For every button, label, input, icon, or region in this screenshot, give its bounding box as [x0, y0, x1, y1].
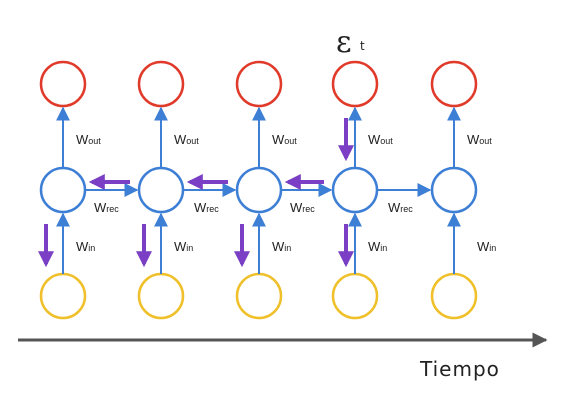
hidden-node: [137, 166, 185, 214]
timestep-4: Wout Win: [331, 60, 393, 320]
w-rec-label: Wrec: [194, 200, 219, 215]
hidden-node: [39, 166, 87, 214]
output-node: [430, 60, 478, 108]
w-rec-label: Wrec: [290, 200, 315, 215]
timestep-2: Wout Win: [136, 60, 199, 320]
w-rec-label: Wrec: [94, 200, 119, 215]
error-symbol: ε: [336, 25, 352, 60]
w-out-label: Wout: [467, 132, 492, 147]
output-node: [331, 60, 379, 108]
w-out-label: Wout: [272, 132, 297, 147]
w-in-label: Win: [272, 239, 291, 254]
error-subscript: t: [360, 39, 365, 53]
time-axis-label: Tiempo: [419, 357, 500, 381]
w-in-label: Win: [76, 239, 95, 254]
w-in-label: Win: [477, 239, 496, 254]
input-node: [235, 272, 283, 320]
input-node: [137, 272, 185, 320]
hidden-node: [430, 166, 478, 214]
timestep-5: Wout Win: [430, 60, 496, 320]
hidden-node: [235, 166, 283, 214]
error-label: ε t: [336, 25, 365, 60]
recurrent-edges: Wrec Wrec Wrec Wrec: [85, 183, 432, 215]
input-node: [39, 272, 87, 320]
output-node: [235, 60, 283, 108]
w-out-label: Wout: [368, 132, 393, 147]
w-in-label: Win: [174, 239, 193, 254]
input-node: [331, 272, 379, 320]
output-node: [137, 60, 185, 108]
output-node: [39, 60, 87, 108]
w-out-label: Wout: [174, 132, 199, 147]
w-rec-label: Wrec: [388, 200, 413, 215]
hidden-node: [331, 166, 379, 214]
w-out-label: Wout: [76, 132, 101, 147]
timestep-3: Wout Win: [234, 60, 297, 320]
w-in-label: Win: [368, 239, 387, 254]
input-node: [430, 272, 478, 320]
